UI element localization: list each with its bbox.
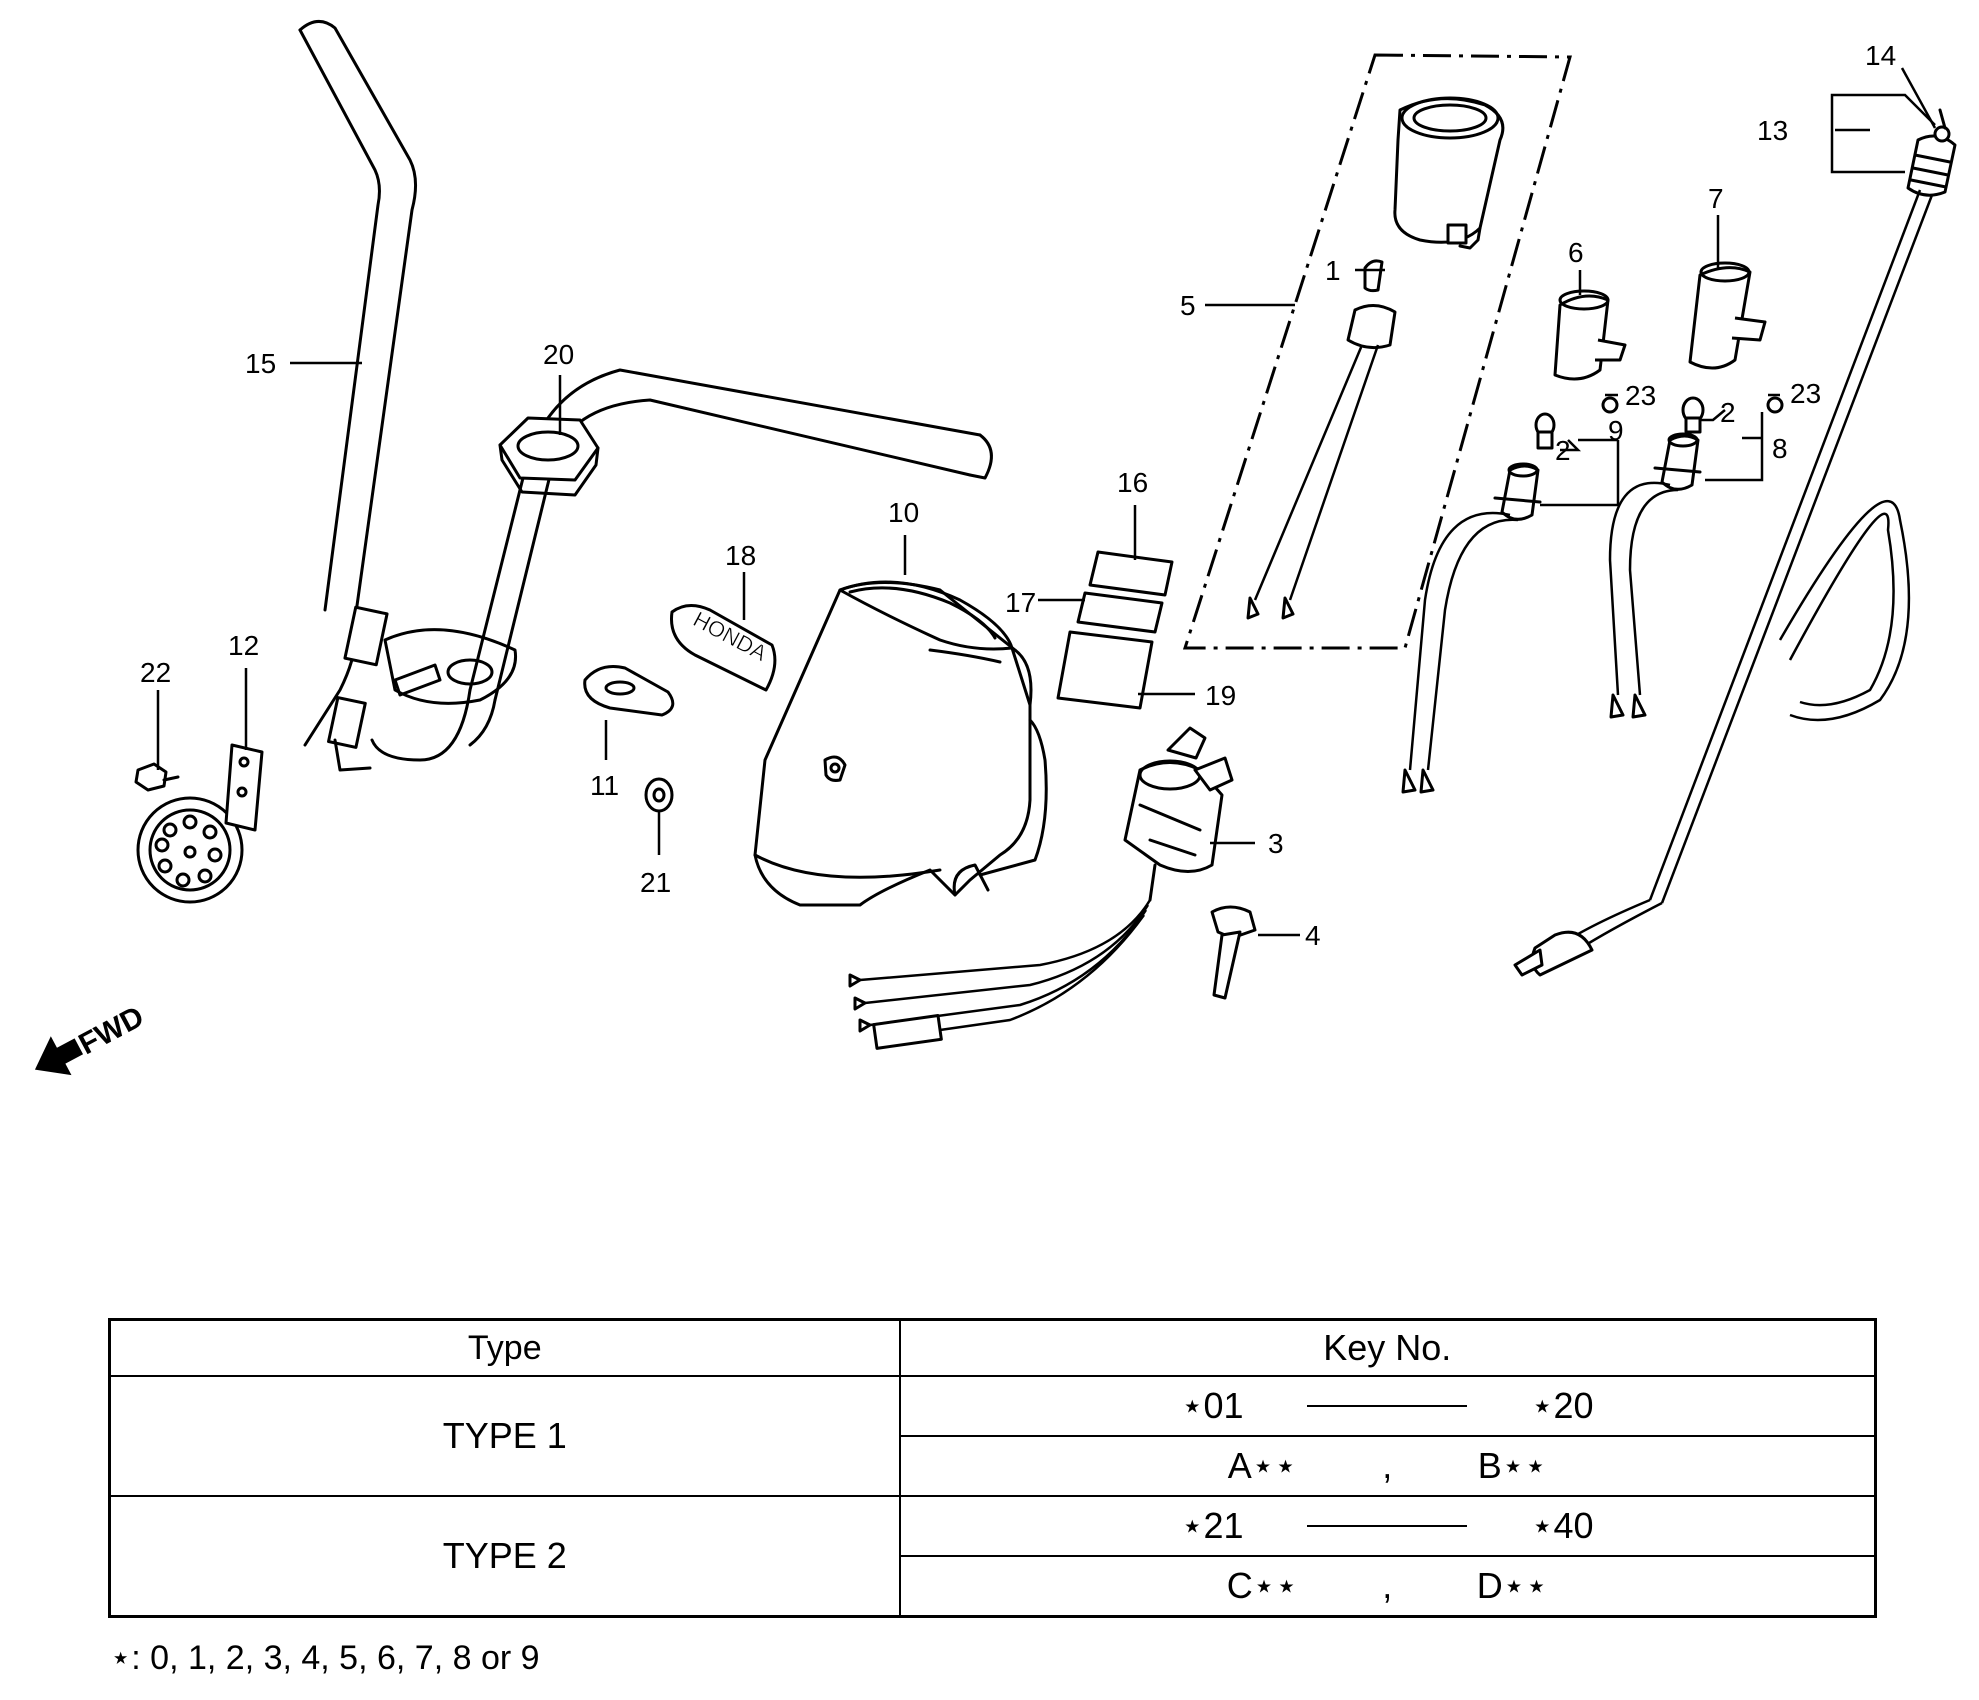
callout-5: 5	[1180, 290, 1196, 321]
type-1-key-range: ⋆01 ⋆20	[898, 1375, 1877, 1438]
callout-20: 20	[543, 339, 574, 370]
table-header-type: Type	[108, 1318, 901, 1378]
table-row: A⋆⋆ , B⋆⋆	[110, 1435, 1877, 1498]
type-2-range-end: ⋆40	[1530, 1505, 1594, 1547]
bulb-part-2-left	[1534, 412, 1556, 450]
type-1-alt-end: B⋆⋆	[1477, 1445, 1547, 1487]
type-2-alt-start: C⋆⋆	[1226, 1565, 1298, 1607]
bolt-part-22	[134, 762, 180, 792]
speedometer-assembly-part-5	[1182, 53, 1572, 650]
callout-14: 14	[1865, 40, 1896, 71]
plate-part-17	[1076, 591, 1164, 634]
footnote: ⋆: 0, 1, 2, 3, 4, 5, 6, 7, 8 or 9	[110, 1639, 540, 1677]
indicator-housing-part-7	[1688, 261, 1767, 370]
callout-3: 3	[1268, 828, 1284, 859]
table-row: TYPE 1 ⋆01 ⋆20	[108, 1375, 1877, 1498]
callout-23-right: 23	[1790, 378, 1821, 409]
type-1-range-end: ⋆20	[1530, 1385, 1594, 1427]
callout-11: 11	[590, 770, 619, 801]
callout-1: 1	[1325, 255, 1341, 286]
callout-numbers: 1 2 2 3 4 5 6 7 8 9 10 11 12 13 14 15 16…	[140, 40, 1896, 951]
callout-10: 10	[888, 497, 919, 528]
type-1-alt-separator: ,	[1382, 1445, 1393, 1487]
type-1-range-start: ⋆01	[1180, 1385, 1244, 1427]
type-2-alt-separator: ,	[1382, 1565, 1393, 1607]
key-part-4	[1210, 905, 1257, 1000]
callout-12: 12	[228, 630, 259, 661]
type-2-alt-end: D⋆⋆	[1476, 1565, 1548, 1607]
grommet-part-23-right	[1766, 396, 1784, 414]
callout-2-right: 2	[1720, 397, 1736, 428]
callout-6: 6	[1568, 237, 1584, 268]
type-2-label: TYPE 2	[108, 1495, 901, 1618]
socket-part-8	[1608, 432, 1702, 719]
type-1-alt-start: A⋆⋆	[1227, 1445, 1297, 1487]
range-dash	[1307, 1405, 1468, 1408]
table-header-key-no: Key No.	[898, 1318, 1877, 1378]
nut-part-20	[498, 416, 600, 497]
plate-part-19	[1056, 630, 1154, 710]
callout-21: 21	[640, 867, 671, 898]
honda-emblem-part-18: HONDA	[669, 604, 777, 692]
callout-9: 9	[1608, 415, 1624, 446]
ignition-switch-part-3	[1123, 726, 1234, 902]
range-dash	[1307, 1525, 1468, 1528]
callout-18: 18	[725, 540, 756, 571]
type-2-key-alt: C⋆⋆ , D⋆⋆	[898, 1555, 1877, 1618]
horn-part-12	[136, 743, 264, 904]
callout-2-left: 2	[1555, 435, 1571, 466]
callout-16: 16	[1117, 467, 1148, 498]
fwd-label: FWD	[74, 1000, 150, 1061]
callout-8: 8	[1772, 433, 1788, 464]
callout-leaders	[156, 67, 1937, 937]
cable-end-part-14	[1933, 108, 1951, 143]
washer-part-21	[644, 777, 674, 813]
callout-7: 7	[1708, 183, 1724, 214]
type-1-key-alt: A⋆⋆ , B⋆⋆	[898, 1435, 1877, 1498]
callout-13: 13	[1757, 115, 1788, 146]
plate-part-16	[1088, 550, 1174, 597]
grommet-part-11	[583, 665, 675, 717]
callout-17: 17	[1005, 587, 1036, 618]
socket-part-9	[1401, 462, 1542, 794]
callout-4: 4	[1305, 920, 1321, 951]
table-row: C⋆⋆ , D⋆⋆	[110, 1555, 1877, 1618]
type-2-range-start: ⋆21	[1180, 1505, 1244, 1547]
speedometer-cable-part-13	[1513, 134, 1957, 977]
key-number-table: Type Key No. TYPE 1 ⋆01 ⋆20 A⋆⋆ , B⋆⋆ TY…	[108, 1318, 1877, 1618]
grommet-part-23-left	[1601, 396, 1619, 414]
callout-19: 19	[1205, 680, 1236, 711]
ignition-wires	[848, 899, 1152, 1050]
type-2-key-range: ⋆21 ⋆40	[898, 1495, 1877, 1558]
forward-direction-indicator: FWD	[34, 1000, 150, 1076]
callout-23-left: 23	[1625, 380, 1656, 411]
callout-15: 15	[245, 348, 276, 379]
callout-22: 22	[140, 657, 171, 688]
indicator-housing-part-6	[1553, 289, 1627, 381]
exploded-parts-diagram: HONDA	[34, 20, 1957, 1076]
type-1-label: TYPE 1	[108, 1375, 901, 1498]
table-row: TYPE 2 ⋆21 ⋆40	[108, 1495, 1877, 1618]
case-part-10	[753, 580, 1048, 907]
bulb-part-2-right	[1681, 396, 1705, 434]
